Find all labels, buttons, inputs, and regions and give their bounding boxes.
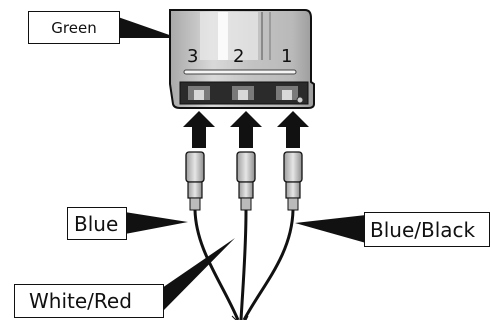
- blueblack-callout-pointer: [295, 215, 366, 243]
- pin-number-1: 1: [281, 46, 293, 67]
- connector-color-label: Green: [28, 11, 120, 44]
- terminal-white-red: [236, 151, 256, 211]
- terminal-blue-black: [283, 151, 303, 211]
- terminal-blue: [185, 151, 205, 211]
- blue-callout-pointer: [125, 212, 188, 234]
- whitered-callout-pointer: [162, 238, 235, 312]
- wire-blue: [193, 209, 240, 320]
- pin-number-3: 3: [187, 46, 199, 67]
- insert-arrow-3: [183, 111, 215, 148]
- wire-label-blue: Blue: [67, 207, 127, 240]
- green-callout-pointer: [118, 17, 178, 38]
- insert-arrow-2: [230, 111, 262, 148]
- wire-label-white-red: White/Red: [14, 284, 164, 318]
- wire-white-red: [239, 209, 248, 320]
- pin-number-2: 2: [233, 46, 245, 67]
- wire-strands: [231, 315, 249, 320]
- insert-arrow-1: [277, 111, 309, 148]
- wire-label-blue-black: Blue/Black: [364, 212, 490, 247]
- wire-blue-black: [242, 209, 295, 320]
- connector-housing: [169, 9, 315, 109]
